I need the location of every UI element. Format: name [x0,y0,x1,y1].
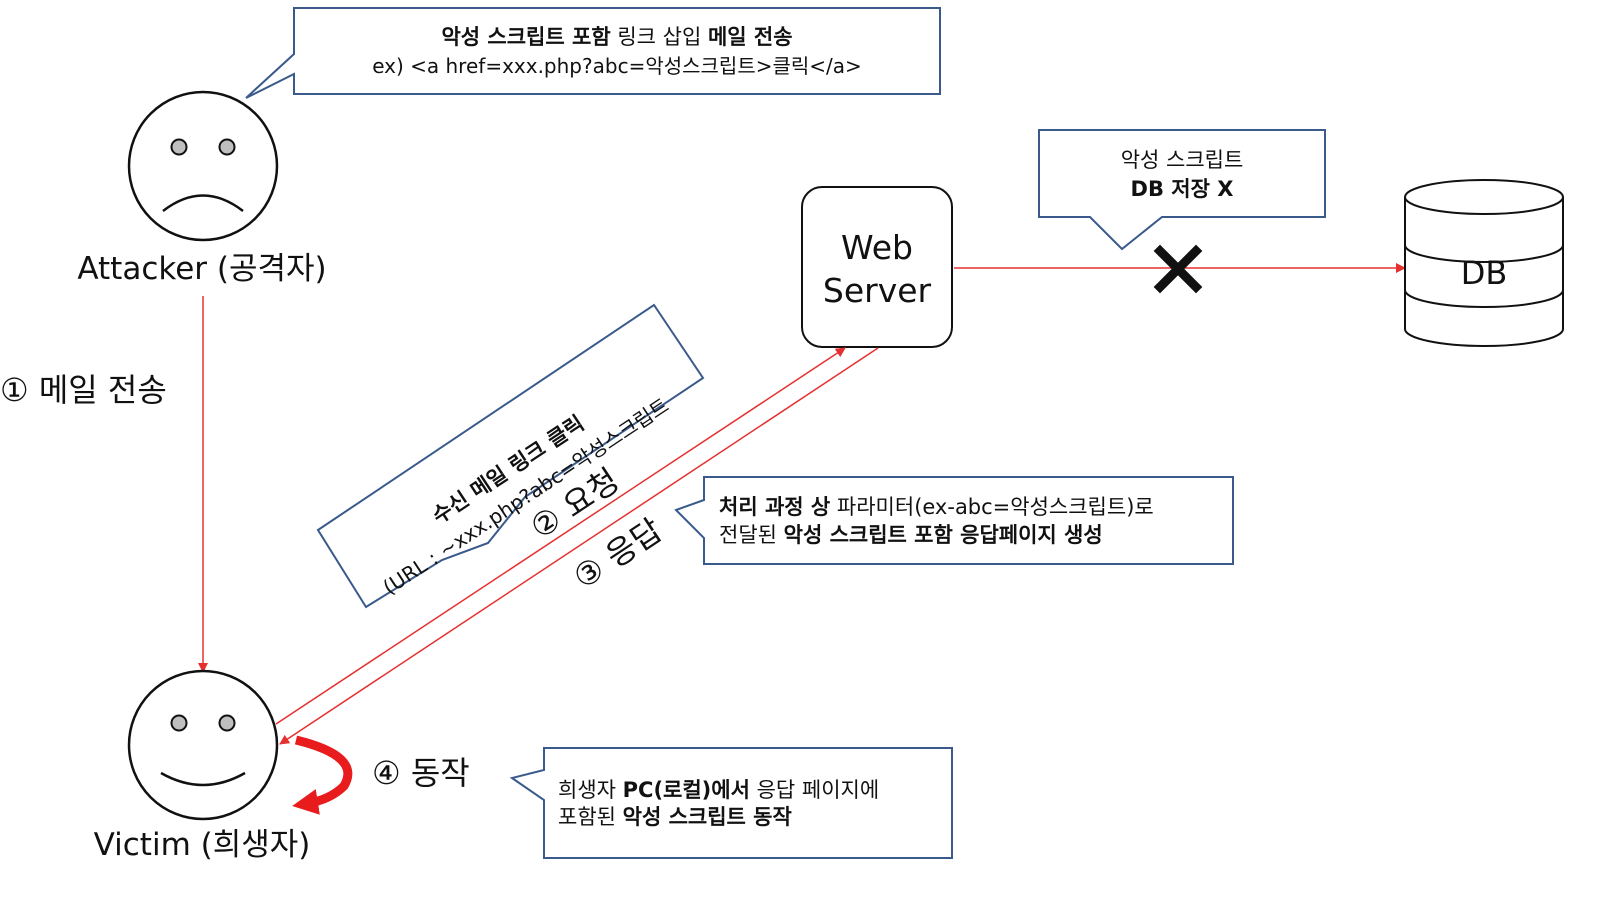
process-seg-3: 전달된 [719,523,784,547]
step3-label: ③ 응답 [566,511,668,597]
link-click-callout: 수신 메일 링크 클릭 (URL : ~xxx.php?abc=악성스크립트 [316,303,705,609]
exec-seg-1: 희생자 [558,778,623,802]
db-store-callout-line1: 악성 스크립트 [1121,148,1244,172]
exec-seg-4: 포함된 [558,805,623,829]
mail-seg-1: 악성 스크립트 포함 [441,25,610,49]
mail-seg-3: 메일 전송 [708,25,793,49]
mail-seg-2: 링크 삽입 [611,25,708,49]
web-server-node: Web Server [801,186,953,348]
blocked-x-icon [1153,244,1203,294]
web-server-label-line2: Server [823,271,932,310]
process-seg-4: 악성 스크립트 포함 응답페이지 생성 [784,523,1103,547]
action-arrow-icon [292,735,353,815]
exec-seg-3: 응답 페이지에 [750,778,879,802]
attacker-face-icon [127,90,279,242]
server-process-callout-line1: 처리 과정 상 파라미터(ex-abc=악성스크립트)로 [719,495,1154,519]
process-seg-1: 처리 과정 상 [719,495,830,519]
exec-seg-2: PC(로컬)에서 [623,778,750,802]
db-store-callout-line2: DB 저장 X [1131,177,1234,201]
attacker-mail-callout-line1: 악성 스크립트 포함 링크 삽입 메일 전송 [441,25,792,49]
db-store-callout: 악성 스크립트 DB 저장 X [1038,129,1326,251]
victim-label: Victim (희생자) [94,827,311,863]
step4-label: ④ 동작 [372,754,470,792]
web-server-label-line1: Web [841,228,913,267]
server-process-callout: 처리 과정 상 파라미터(ex-abc=악성스크립트)로 전달된 악성 스크립트… [674,476,1234,565]
victim-face-icon [127,669,279,821]
attacker-mail-callout-line2: ex) <a href=xxx.php?abc=악성스크립트>클릭</a> [372,54,862,78]
step1-label: ① 메일 전송 [0,371,167,409]
database-icon: DB [1404,179,1564,347]
server-process-callout-line2: 전달된 악성 스크립트 포함 응답페이지 생성 [719,523,1103,547]
process-seg-2: 파라미터(ex-abc=악성스크립트)로 [830,495,1153,519]
response-arrow [279,347,879,745]
attacker-label: Attacker (공격자) [77,251,326,287]
db-label: DB [1461,254,1508,292]
victim-exec-callout: 희생자 PC(로컬)에서 응답 페이지에 포함된 악성 스크립트 동작 [509,747,953,859]
exec-seg-5: 악성 스크립트 동작 [623,805,792,829]
attacker-mail-callout: 악성 스크립트 포함 링크 삽입 메일 전송 ex) <a href=xxx.p… [245,7,941,99]
victim-exec-callout-line1: 희생자 PC(로컬)에서 응답 페이지에 [558,778,879,802]
request-arrow [275,347,846,725]
victim-exec-callout-line2: 포함된 악성 스크립트 동작 [558,805,792,829]
